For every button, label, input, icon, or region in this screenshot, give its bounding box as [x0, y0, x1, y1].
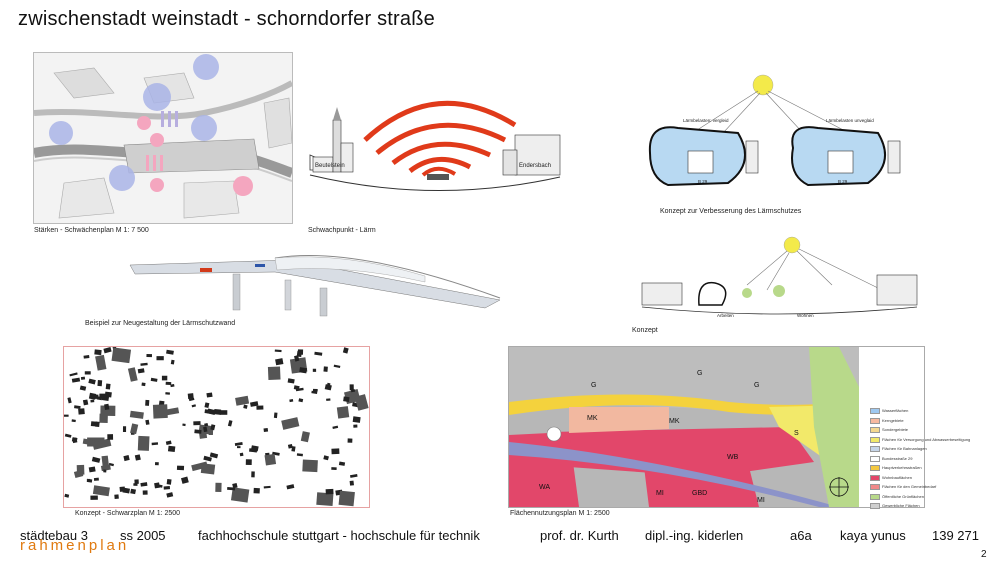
section-label-left-b: B 29 [698, 179, 708, 184]
legend-item: Bundesstraße 29 [870, 455, 913, 462]
footer-number: 139 271 [932, 528, 979, 543]
zone-mi1: MI [656, 490, 664, 497]
legend-label: Flächen für Bahnanlagen [882, 446, 927, 452]
footer-term: ss 2005 [120, 528, 166, 543]
caption-beispiel: Beispiel zur Neugestaltung der Lärmschut… [85, 320, 236, 327]
caption-flaechen: Flächennutzungsplan M 1: 2500 [510, 510, 610, 517]
footer-group: a6a [790, 528, 812, 543]
schwarzplan-map [63, 346, 370, 508]
legend-swatch [870, 493, 880, 500]
konzept-label-right: Wohnen [797, 313, 814, 318]
zone-wa: WA [539, 484, 550, 491]
schwachpunkt-laerm-sketch: Beutelstein Endersbach [305, 95, 565, 225]
legend-label: Flächen für den Gemeinbedarf [882, 484, 937, 490]
zone-wb: WB [727, 454, 739, 461]
section-label-right-top: Lärmbelasten unveglaid [826, 118, 874, 123]
section-label-right-b: B 29 [838, 179, 848, 184]
legend-label: Flächen für Versorgung und Abwasserbesei… [882, 436, 971, 442]
legend-label: Bundesstraße 29 [882, 455, 913, 461]
legend-swatch [870, 427, 880, 433]
footer-ing: dipl.-ing. kiderlen [645, 528, 744, 543]
caption-schwachpunkt: Schwachpunkt - Lärm [308, 227, 376, 234]
zone-g2: G [697, 370, 702, 377]
legend-swatch [870, 484, 880, 490]
legend-swatch [870, 446, 880, 452]
noise-label-right: Endersbach [519, 163, 551, 169]
legend-label: Hauptverkehrsstraßen [882, 465, 922, 471]
page-title: zwischenstadt weinstadt - schorndorfer s… [18, 8, 435, 30]
caption-schwarzplan: Konzept - Schwarzplan M 1: 2500 [75, 510, 181, 517]
legend-item: Wohnbauflächen [870, 474, 912, 481]
footer-school: fachhochschule stuttgart - hochschule fü… [198, 528, 480, 543]
zone-mk2: MK [669, 418, 680, 425]
legend-swatch [870, 408, 880, 414]
legend-item: Flächen für Versorgung und Abwasserbesei… [870, 436, 971, 443]
brand-rahmenplan: rahmenplan [20, 537, 130, 554]
zone-g1: G [591, 382, 596, 389]
legend-label: Sondergebiete [882, 427, 909, 433]
legend-label: Öffentliche Grünflächen [882, 493, 924, 499]
caption-konzept-laerm: Konzept zur Verbesserung des Lärmschutze… [660, 208, 802, 215]
legend-item: Flächen für den Gemeinbedarf [870, 484, 936, 490]
legend-item: Sondergebiete [870, 427, 908, 433]
laermschutzwand-rendering [125, 250, 505, 320]
footer-course: städtebau 3 [20, 528, 88, 543]
legend-label: Wohnbauflächen [882, 474, 912, 480]
zone-s: S [794, 430, 799, 437]
legend-item: Wasserflächen [870, 408, 908, 414]
legend-swatch [870, 465, 880, 471]
konzept-label-left: Arbeiten [717, 313, 734, 318]
footer-student: kaya yunus [840, 528, 906, 543]
legend-swatch [870, 474, 880, 481]
zone-mi2: MI [757, 497, 765, 504]
legend-label: Wasserflächen [882, 408, 909, 414]
legend-label: Gewerbliche Flächen [882, 503, 920, 509]
legend-swatch [870, 455, 880, 462]
footer-prof: prof. dr. Kurth [540, 528, 619, 543]
legend-label: Kerngebiete [882, 417, 904, 423]
konzept-sketch: Arbeiten Wohnen [637, 235, 922, 325]
flaechennutzungsplan-map: G G G MK MK S WB WA MI GBD MI [508, 346, 925, 508]
legend-swatch [870, 436, 880, 443]
legend-item: Öffentliche Grünflächen [870, 493, 924, 500]
section-label-left-top: Lärmbelasten: vergleid [683, 118, 729, 123]
laermschutz-sections: Lärmbelasten: vergleid Lärmbelasten unve… [638, 73, 923, 203]
zone-g3: G [754, 382, 759, 389]
zone-mk1: MK [587, 415, 598, 422]
legend-swatch [870, 503, 880, 509]
legend-item: Hauptverkehrsstraßen [870, 465, 922, 471]
caption-konzept: Konzept [632, 327, 658, 334]
legend-item: Flächen für Bahnanlagen [870, 446, 927, 452]
caption-staerken: Stärken - Schwächenplan M 1: 7 500 [34, 227, 149, 234]
page-number: 2 [981, 549, 987, 560]
legend-item: Kerngebiete [870, 417, 904, 424]
noise-label-left: Beutelstein [315, 163, 345, 169]
legend-item: Gewerbliche Flächen [870, 503, 920, 509]
legend-swatch [870, 417, 880, 424]
zone-gbd: GBD [692, 490, 707, 497]
staerken-schwaechen-plan [33, 52, 293, 224]
